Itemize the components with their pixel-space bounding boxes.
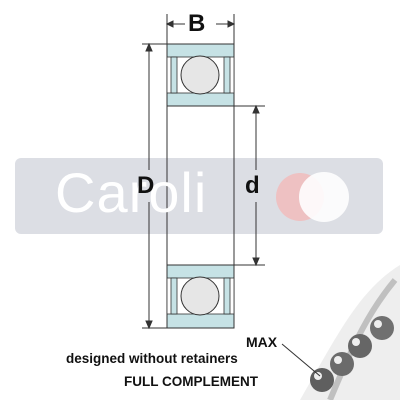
dimension-d: [234, 104, 265, 267]
caption-max: MAX: [246, 334, 278, 350]
bore-diameter-label: d: [245, 172, 260, 199]
dimension-B: [165, 14, 236, 44]
ball-top: [180, 55, 220, 95]
caption-leader-line: [281, 343, 321, 377]
bearing-section-bottom: [166, 264, 235, 329]
bearing-section-top: [166, 43, 235, 107]
watermark-ring-right: [299, 172, 349, 222]
ball-bottom: [180, 276, 220, 316]
width-label: B: [188, 10, 206, 37]
watermark-brand: Caroli: [55, 161, 208, 224]
caption-full-complement: FULL COMPLEMENT: [124, 374, 258, 389]
dimension-D: [142, 42, 167, 330]
outer-diameter-label: D: [137, 172, 155, 199]
steel-balls-photo: [300, 265, 400, 400]
caption-designed: designed without retainers: [66, 351, 238, 366]
